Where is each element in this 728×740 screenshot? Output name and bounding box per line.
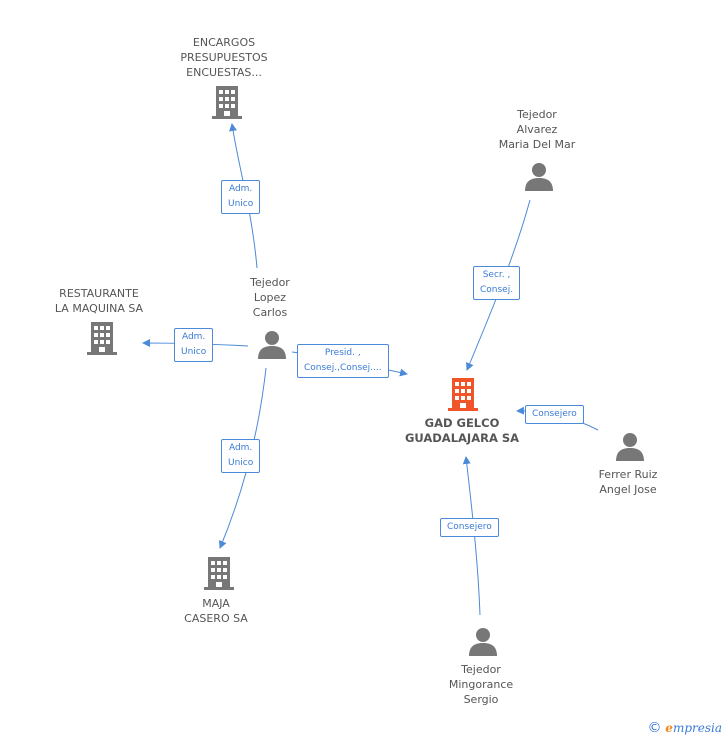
copyright-icon: © bbox=[647, 720, 662, 736]
node-label-sergio[interactable]: Tejedor Mingorance Sergio bbox=[448, 663, 514, 706]
relation-carlos-maja[interactable]: Adm. Unico bbox=[221, 439, 261, 473]
building-icon-encargos[interactable] bbox=[212, 86, 242, 119]
node-label-gad[interactable]: GAD GELCO GUADALAJARA SA bbox=[404, 416, 520, 445]
node-label-encargos[interactable]: ENCARGOS PRESUPUESTOS ENCUESTAS... bbox=[180, 36, 268, 79]
building-icon-restaurante[interactable] bbox=[87, 322, 117, 355]
brand-name: mpresia bbox=[672, 721, 722, 735]
relation-carlos-encargos[interactable]: Adm. Unico bbox=[221, 180, 261, 214]
building-icon-gad[interactable] bbox=[448, 378, 478, 411]
building-icon-maja[interactable] bbox=[204, 557, 234, 590]
node-label-carlos[interactable]: Tejedor Lopez Carlos bbox=[250, 276, 290, 319]
person-icon-mariadelmar[interactable] bbox=[525, 163, 553, 191]
relation-sergio-gad[interactable]: Consejero bbox=[440, 518, 499, 537]
person-icon-ferrer[interactable] bbox=[616, 433, 644, 461]
person-icon-sergio[interactable] bbox=[469, 628, 497, 656]
relation-mariadelmar-gad[interactable]: Secr. , Consej. bbox=[473, 266, 521, 300]
node-label-mariadelmar[interactable]: Tejedor Alvarez Maria Del Mar bbox=[498, 108, 576, 151]
node-label-maja[interactable]: MAJA CASERO SA bbox=[184, 597, 248, 625]
relation-ferrer-gad[interactable]: Consejero bbox=[525, 405, 584, 424]
node-label-ferrer[interactable]: Ferrer Ruiz Angel Jose bbox=[598, 468, 658, 496]
person-icon-carlos[interactable] bbox=[258, 331, 286, 359]
relation-carlos-restaurante[interactable]: Adm. Unico bbox=[174, 328, 214, 362]
relation-carlos-gad[interactable]: Presid. , Consej.,Consej.... bbox=[297, 344, 389, 378]
node-label-restaurante[interactable]: RESTAURANTE LA MAQUINA SA bbox=[54, 287, 144, 315]
footer-brand: © empresia bbox=[647, 720, 722, 736]
brand-initial: e bbox=[665, 721, 673, 735]
